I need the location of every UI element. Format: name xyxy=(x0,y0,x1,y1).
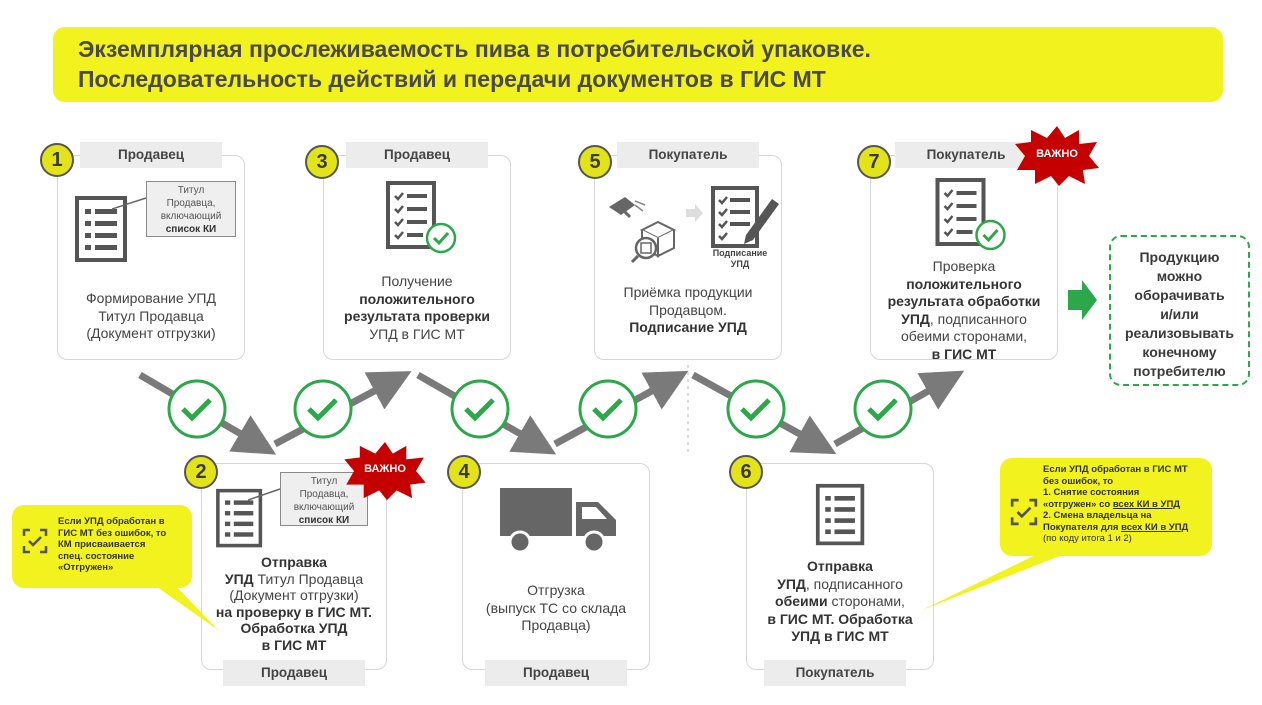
step-1-number: 1 xyxy=(40,143,74,177)
step-5-caption: Приёмка продукции Продавцом. Подписание … xyxy=(623,284,753,335)
right-note-text: Если УПД обработан в ГИС МТ без ошибок, … xyxy=(1043,464,1189,544)
connector-line xyxy=(112,197,147,210)
arrow-right-icon xyxy=(686,204,703,222)
step-6-role: Покупатель xyxy=(764,660,906,686)
connector-line xyxy=(248,488,281,501)
title-banner xyxy=(53,27,1223,102)
check-circle-icon xyxy=(293,379,353,439)
step-7-important-label: ВАЖНО xyxy=(1036,148,1078,160)
important-badge-burst xyxy=(344,441,426,501)
step-4-number: 4 xyxy=(447,455,481,489)
document-list-icon xyxy=(216,488,263,548)
step-5-role: Покупатель xyxy=(617,142,759,168)
check-circle-icon xyxy=(167,379,227,439)
scan-check-icon xyxy=(22,528,48,554)
step-4-role: Продавец xyxy=(485,660,627,686)
checked-document-icon xyxy=(386,181,457,254)
scan-check-icon xyxy=(1010,498,1038,526)
step-1-role: Продавец xyxy=(80,142,222,168)
check-circle-icon xyxy=(450,379,510,439)
step-2-important-label: ВАЖНО xyxy=(364,463,406,475)
scanner-box-icon xyxy=(609,197,677,264)
document-list-icon xyxy=(75,196,127,262)
step-3-role: Продавец xyxy=(346,142,488,168)
step-2-number: 2 xyxy=(184,455,218,489)
check-circle-icon xyxy=(853,379,913,439)
step-7-role: Покупатель xyxy=(895,142,1037,168)
check-circle-icon xyxy=(726,379,786,439)
step-7-number: 7 xyxy=(857,145,891,179)
important-badge-burst xyxy=(1015,126,1099,186)
page-title-line2: Последовательность действий и передачи д… xyxy=(78,66,826,92)
document-sign-icon xyxy=(711,186,779,248)
result-box xyxy=(1109,235,1250,386)
document-list-icon xyxy=(815,483,865,546)
step-3-caption: Получение положительного результата пров… xyxy=(344,273,490,342)
truck-icon xyxy=(500,488,616,554)
step-2-caption: Отправка УПД Титул Продавца (Документ от… xyxy=(215,554,373,653)
checked-document-icon xyxy=(935,178,1006,251)
step-6-number: 6 xyxy=(729,455,763,489)
left-note xyxy=(12,505,192,588)
step-5-number: 5 xyxy=(578,145,612,179)
step-2-role: Продавец xyxy=(223,660,365,686)
step-6-caption: Отправка УПД, подписанного обеими сторон… xyxy=(767,558,913,644)
step-3-number: 3 xyxy=(305,145,339,179)
step-7-caption: Проверка положительного результата обраб… xyxy=(887,258,1041,362)
result-arrow-icon xyxy=(1068,280,1097,320)
page-title-line1: Экземплярная прослеживаемость пива в пот… xyxy=(78,36,871,62)
right-note xyxy=(1000,458,1212,556)
check-circle-icon xyxy=(578,379,638,439)
